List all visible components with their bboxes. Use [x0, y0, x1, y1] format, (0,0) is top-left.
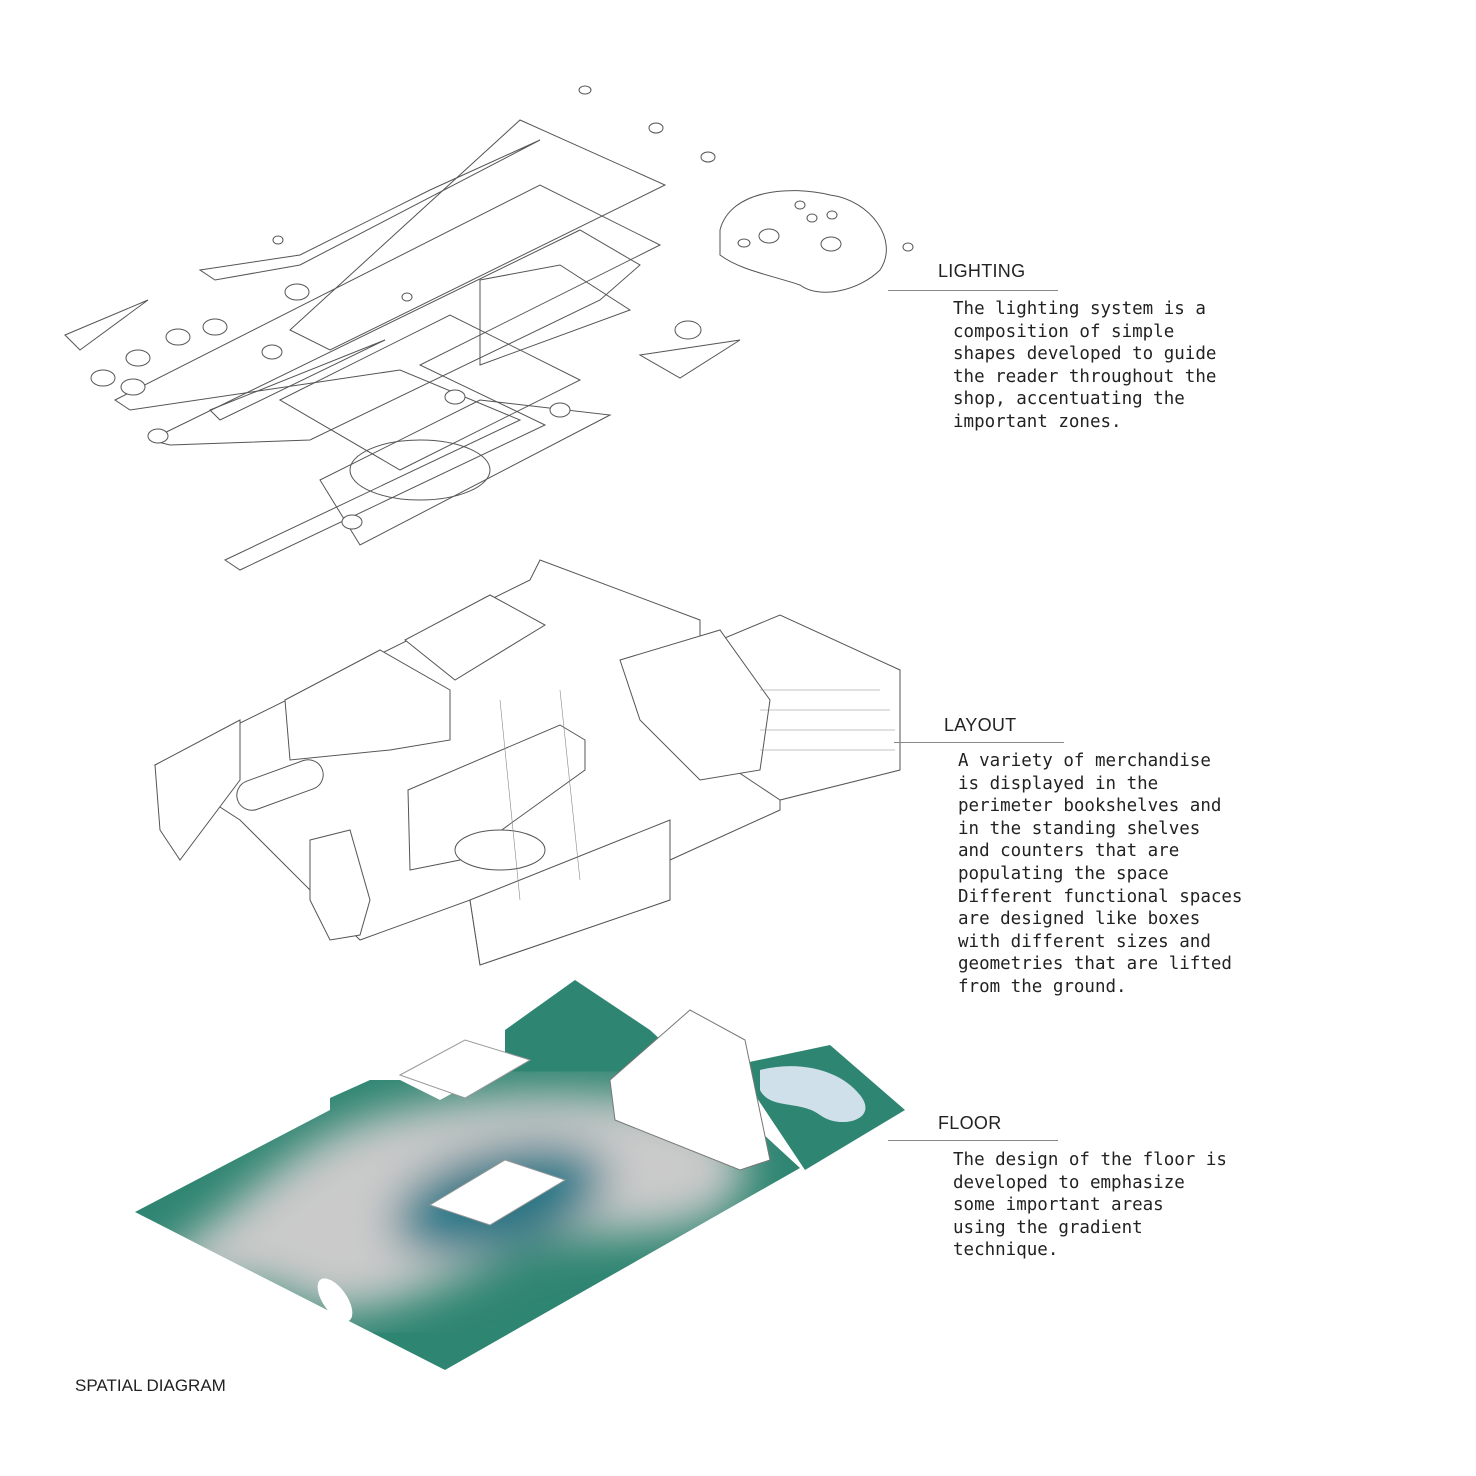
- layout-title: LAYOUT: [944, 715, 1017, 735]
- floor-title: FLOOR: [938, 1113, 1002, 1133]
- text-line: important zones.: [953, 411, 1122, 432]
- text-line: is displayed in the: [958, 773, 1159, 794]
- text-line: the reader throughout the: [953, 366, 1217, 387]
- text-line: geometries that are lifted: [958, 954, 1232, 975]
- text-line: perimeter bookshelves and: [958, 796, 1222, 817]
- floor-plan: [135, 980, 905, 1370]
- text-line: developed to emphasize: [953, 1172, 1185, 1193]
- lighting-title: LIGHTING: [938, 261, 1026, 281]
- text-line: The lighting system is a: [953, 299, 1206, 319]
- floor-divider: [888, 1140, 1058, 1141]
- text-line: with different sizes and: [958, 931, 1211, 952]
- lighting-divider: [888, 290, 1058, 291]
- text-line: populating the space: [958, 863, 1169, 884]
- text-line: are designed like boxes: [958, 909, 1201, 930]
- lighting-plan: [64, 85, 914, 571]
- layout-divider: [894, 742, 1064, 743]
- text-line: shop, accentuating the: [953, 389, 1185, 410]
- text-line: A variety of merchandise: [958, 751, 1211, 771]
- layout-plan: [153, 559, 901, 966]
- text-line: Different functional spaces: [958, 886, 1243, 907]
- text-line: in the standing shelves: [958, 818, 1201, 839]
- text-line: using the gradient: [953, 1217, 1143, 1238]
- text-line: and counters that are: [958, 841, 1180, 862]
- diagram-caption: SPATIAL DIAGRAM: [75, 1376, 226, 1395]
- lighting-description: The lighting system is a composition of …: [953, 298, 1216, 434]
- text-line: technique.: [953, 1240, 1059, 1261]
- floor-description: The design of the floor is developed to …: [953, 1149, 1227, 1262]
- layout-description: A variety of merchandise is displayed in…: [958, 750, 1242, 999]
- text-line: shapes developed to guide: [953, 344, 1217, 365]
- text-line: composition of simple: [953, 321, 1175, 342]
- text-line: The design of the floor is: [953, 1150, 1227, 1170]
- text-line: some important areas: [953, 1195, 1164, 1216]
- text-line: from the ground.: [958, 976, 1127, 997]
